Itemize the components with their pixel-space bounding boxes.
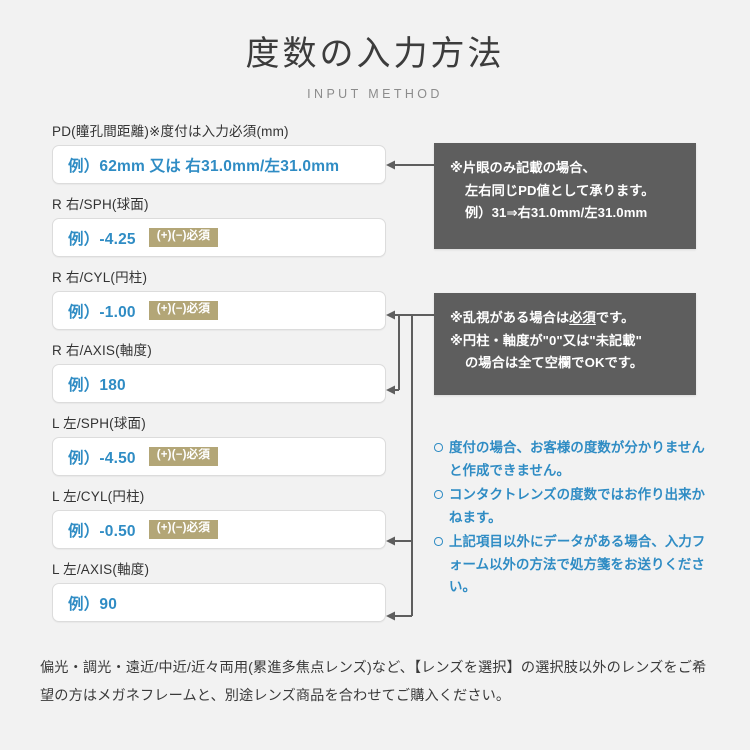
list-item: 上記項目以外にデータがある場合、入力フォーム以外の方法で処方箋をお送りください。 bbox=[434, 531, 714, 599]
footer-note: 偏光・調光・遠近/中近/近々両用(累進多焦点レンズ)など、【レンズを選択】の選択… bbox=[40, 660, 707, 704]
list-item: コンタクトレンズの度数ではお作り出来かねます。 bbox=[434, 484, 714, 529]
field-label-r-cyl: R 右/CYL(円柱) bbox=[52, 270, 148, 285]
required-badge-l-sph: (+)(−)必須 bbox=[148, 447, 219, 466]
field-l-cyl: L 左/CYL(円柱) 例）-0.50 (+)(−)必須 bbox=[52, 485, 386, 549]
input-placeholder-l-axis: 例）90 bbox=[68, 595, 118, 613]
field-l-axis: L 左/AXIS(軸度) 例）90 bbox=[52, 558, 386, 622]
field-r-sph: R 右/SPH(球面) 例）-4.25 (+)(−)必須 bbox=[52, 193, 386, 257]
field-label-r-sph: R 右/SPH(球面) bbox=[52, 197, 149, 212]
note-cyl-callout: ※乱視がある場合は必須です。 ※円柱・軸度が"0"又は"未記載" の場合は全て空… bbox=[434, 293, 696, 395]
field-label-l-axis: L 左/AXIS(軸度) bbox=[52, 562, 150, 577]
required-badge-l-cyl: (+)(−)必須 bbox=[148, 520, 219, 539]
note-pd-line-3: 例）31⇒右31.0mm/左31.0mm bbox=[465, 205, 648, 221]
note-cyl-line-1-underline: 必須 bbox=[569, 310, 596, 325]
note-cyl-line-1-pre: ※乱視がある場合は bbox=[450, 310, 570, 325]
input-pd[interactable]: 例）62mm 又は 右31.0mm/左31.0mm bbox=[52, 145, 386, 184]
circle-bullet-icon bbox=[434, 531, 449, 599]
page-subtitle: INPUT METHOD bbox=[307, 86, 443, 101]
bullet-text-3: 上記項目以外にデータがある場合、入力フォーム以外の方法で処方箋をお送りください。 bbox=[449, 534, 706, 595]
note-cyl-line-3: の場合は全て空欄でOKです。 bbox=[465, 355, 644, 371]
field-label-r-axis: R 右/AXIS(軸度) bbox=[52, 343, 152, 358]
note-cyl-line-1: ※乱視がある場合は必須です。 bbox=[450, 307, 696, 330]
bullet-text-1: 度付の場合、お客様の度数が分かりませんと作成できません。 bbox=[449, 440, 705, 478]
note-pd-line-1: ※片眼のみ記載の場合、 bbox=[450, 160, 596, 175]
circle-bullet-icon bbox=[434, 484, 449, 529]
prescription-form: PD(瞳孔間距離)※度付は入力必須(mm) 例）62mm 又は 右31.0mm/… bbox=[52, 120, 386, 631]
list-item: 度付の場合、お客様の度数が分かりませんと作成できません。 bbox=[434, 437, 714, 482]
input-placeholder-l-sph: 例）-4.50 bbox=[68, 449, 136, 467]
field-l-sph: L 左/SPH(球面) 例）-4.50 (+)(−)必須 bbox=[52, 412, 386, 476]
field-r-cyl: R 右/CYL(円柱) 例）-1.00 (+)(−)必須 bbox=[52, 266, 386, 330]
input-r-sph[interactable]: 例）-4.25 (+)(−)必須 bbox=[52, 218, 386, 257]
page-header: 度数の入力方法 INPUT METHOD bbox=[0, 34, 750, 101]
page-title: 度数の入力方法 bbox=[245, 35, 505, 73]
required-badge-r-cyl: (+)(−)必須 bbox=[148, 301, 219, 320]
input-l-axis[interactable]: 例）90 bbox=[52, 583, 386, 622]
note-pd-line-2: 左右同じPD値として承ります。 bbox=[465, 182, 655, 198]
field-label-l-cyl: L 左/CYL(円柱) bbox=[52, 489, 145, 504]
note-pd-callout: ※片眼のみ記載の場合、 左右同じPD値として承ります。 例）31⇒右31.0mm… bbox=[434, 143, 696, 249]
note-cyl-line-1-post: です。 bbox=[595, 310, 635, 325]
field-label-pd: PD(瞳孔間距離)※度付は入力必須(mm) bbox=[52, 124, 289, 139]
caution-bullet-list: 度付の場合、お客様の度数が分かりませんと作成できません。 コンタクトレンズの度数… bbox=[434, 437, 714, 601]
input-placeholder-l-cyl: 例）-0.50 bbox=[68, 522, 136, 540]
required-badge-r-sph: (+)(−)必須 bbox=[148, 228, 219, 247]
note-cyl-line-2: ※円柱・軸度が"0"又は"未記載" bbox=[450, 332, 642, 348]
input-l-cyl[interactable]: 例）-0.50 (+)(−)必須 bbox=[52, 510, 386, 549]
field-r-axis: R 右/AXIS(軸度) 例）180 bbox=[52, 339, 386, 403]
bullet-text-2: コンタクトレンズの度数ではお作り出来かねます。 bbox=[449, 487, 706, 525]
circle-bullet-icon bbox=[434, 437, 449, 482]
input-placeholder-r-sph: 例）-4.25 bbox=[68, 230, 136, 248]
input-r-cyl[interactable]: 例）-1.00 (+)(−)必須 bbox=[52, 291, 386, 330]
field-label-l-sph: L 左/SPH(球面) bbox=[52, 416, 146, 431]
input-placeholder-pd: 例）62mm 又は 右31.0mm/左31.0mm bbox=[68, 157, 340, 175]
input-placeholder-r-axis: 例）180 bbox=[68, 376, 126, 394]
input-placeholder-r-cyl: 例）-1.00 bbox=[68, 303, 136, 321]
field-pd: PD(瞳孔間距離)※度付は入力必須(mm) 例）62mm 又は 右31.0mm/… bbox=[52, 120, 386, 184]
input-r-axis[interactable]: 例）180 bbox=[52, 364, 386, 403]
input-l-sph[interactable]: 例）-4.50 (+)(−)必須 bbox=[52, 437, 386, 476]
